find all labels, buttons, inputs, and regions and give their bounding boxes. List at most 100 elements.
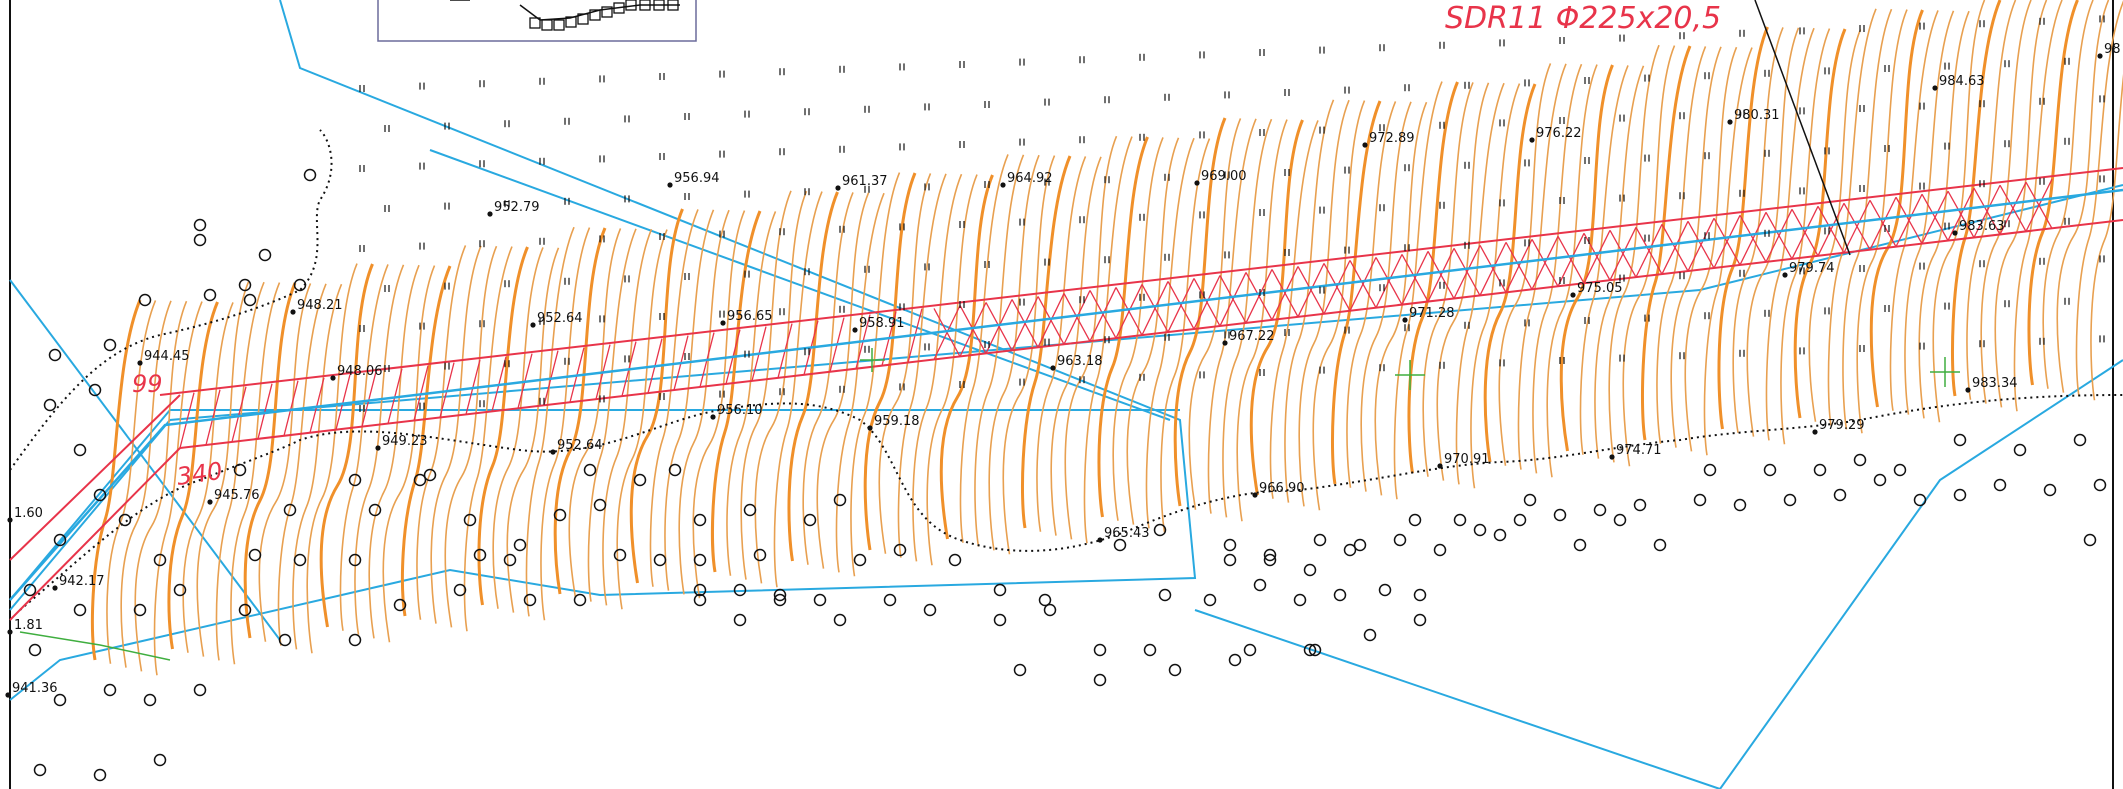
grass-tick <box>1319 206 1325 214</box>
tree-symbol <box>833 613 847 627</box>
tree-symbol <box>453 583 467 597</box>
grass-tick <box>1824 307 1830 315</box>
tree-symbol <box>1733 498 1747 512</box>
hatch-line <box>1609 230 1637 278</box>
contour-line <box>382 265 436 643</box>
grass-tick <box>1319 366 1325 374</box>
grass-tick <box>479 400 485 408</box>
tree-symbol <box>1703 463 1717 477</box>
spot-height-dot <box>1609 454 1615 460</box>
grass-tick <box>1679 272 1685 280</box>
grass-tick <box>839 305 845 313</box>
spot-height-label: 979.29 <box>1819 418 1865 433</box>
grass-tick <box>684 273 690 280</box>
grass-tick <box>564 117 570 125</box>
grass-tick <box>1284 329 1290 336</box>
grass-tick <box>1019 58 1025 66</box>
grass-tick <box>384 285 390 292</box>
grass-tick <box>1884 65 1890 72</box>
contour-line <box>726 211 777 576</box>
tree-symbol <box>993 613 1007 627</box>
spot-height-label: 952.79 <box>494 200 540 215</box>
grass-tick <box>1619 274 1625 282</box>
grass-tick <box>419 322 425 330</box>
grass-tick <box>1344 86 1350 94</box>
contour-line <box>1112 137 1164 521</box>
grass-tick <box>684 353 690 360</box>
grass-tick <box>479 160 485 168</box>
grass-tick <box>1139 213 1145 221</box>
grass-tick <box>1379 44 1385 52</box>
spot-height-dot <box>1000 182 1006 188</box>
contour-line <box>1856 9 1908 434</box>
tree-symbol <box>53 533 67 547</box>
grass-tick <box>984 341 990 348</box>
tree-symbol <box>28 643 42 657</box>
contour-line <box>1703 47 1753 456</box>
hatch-line <box>179 392 195 449</box>
grass-tick <box>1559 357 1565 364</box>
tree-symbol <box>1473 523 1487 537</box>
hatch-line <box>1349 260 1377 309</box>
tree-symbol <box>773 593 787 607</box>
tree-symbol <box>88 383 102 397</box>
tree-symbol <box>733 613 747 627</box>
contour-line <box>153 301 203 676</box>
hatch-line <box>1063 293 1091 342</box>
contour-line <box>664 209 715 591</box>
grass-tick <box>2039 97 2045 105</box>
tree-symbol <box>693 583 707 597</box>
tree-symbol <box>193 218 207 232</box>
grass-tick <box>1044 178 1050 186</box>
tree-symbol <box>1353 538 1367 552</box>
spot-height-label: 972.89 <box>1369 131 1415 146</box>
boundary-lines <box>9 0 2123 789</box>
contour-line <box>897 173 947 558</box>
hatch-line <box>1427 251 1455 299</box>
grass-tick <box>719 70 725 78</box>
contour-line <box>292 283 343 650</box>
hatch-line <box>309 377 325 433</box>
grass-tick <box>1884 145 1890 152</box>
contour-line <box>1932 0 1986 423</box>
pipe-marker-99: 99 <box>132 370 163 398</box>
spot-height-label: 958.91 <box>859 316 905 331</box>
grass-tick <box>959 221 965 228</box>
contour-line <box>1622 45 1676 467</box>
grass-tick <box>1584 237 1590 244</box>
grass-tick <box>2099 175 2105 183</box>
grass-tick <box>1199 51 1205 59</box>
grass-tick <box>719 230 725 238</box>
hatch-line <box>1765 211 1793 260</box>
tree-symbol <box>348 553 362 567</box>
tree-symbol <box>2083 533 2097 547</box>
contour-line <box>492 247 544 609</box>
tree-symbol <box>1893 463 1907 477</box>
grass-tick <box>1464 241 1470 249</box>
spot-height-dot <box>137 360 143 366</box>
tree-symbol <box>1408 513 1422 527</box>
tree-symbol <box>153 753 167 767</box>
spot-height-dot <box>1952 230 1958 236</box>
grass-tick <box>359 405 365 412</box>
grass-tick <box>1379 284 1385 292</box>
contour-line <box>1249 119 1304 496</box>
spot-height-label: 1.81 <box>14 618 43 633</box>
contour-line <box>1312 100 1366 511</box>
grass-tick <box>1044 258 1050 266</box>
contour-line <box>120 300 172 668</box>
spot-height-dot <box>1252 492 1258 498</box>
grass-tick <box>2004 300 2010 308</box>
grass-tick <box>779 68 785 76</box>
grass-tick <box>1944 142 1950 150</box>
spot-height-label: 974.71 <box>1616 443 1662 458</box>
hatch-line <box>1219 275 1247 324</box>
spot-height-label: 965.43 <box>1104 526 1150 541</box>
grass-tick <box>1619 34 1625 42</box>
grass-tick <box>959 61 965 68</box>
grass-tick <box>839 225 845 233</box>
spot-height-dot <box>550 449 556 455</box>
tree-symbol <box>1853 453 1867 467</box>
contour-line <box>1050 156 1102 536</box>
hatch-line <box>1193 278 1221 327</box>
